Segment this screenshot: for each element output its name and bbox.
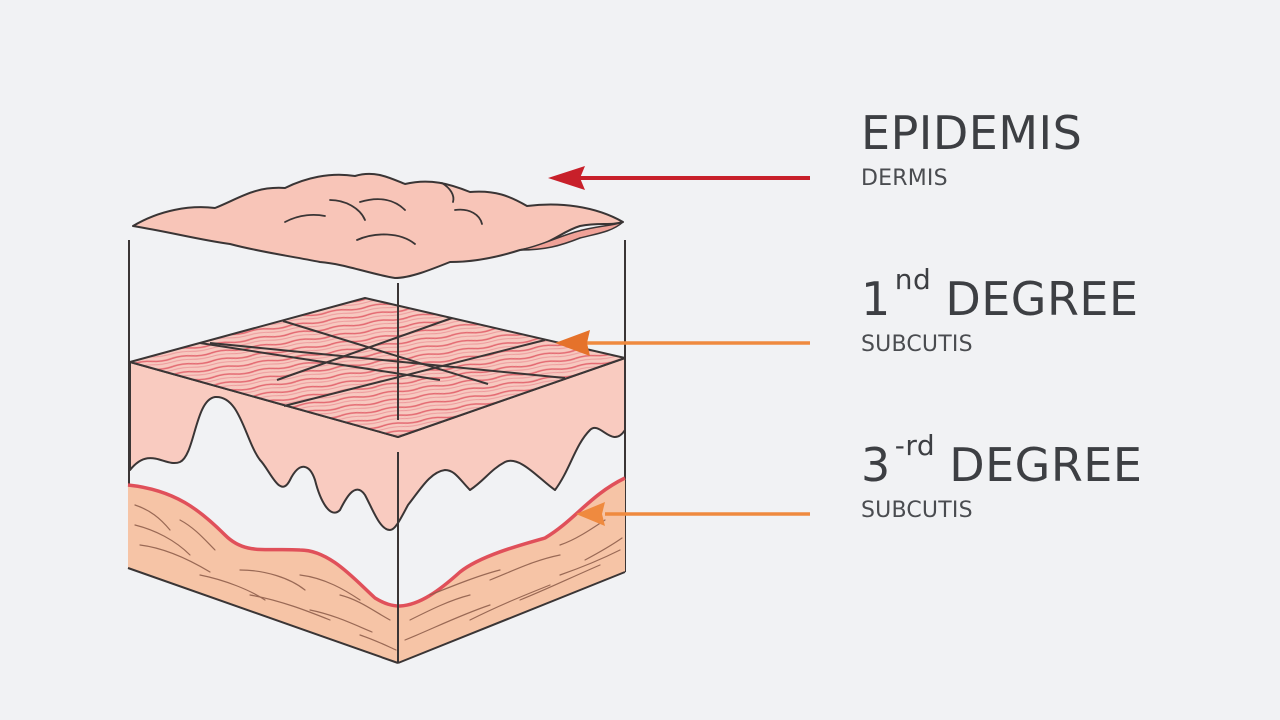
arrow-third-degree <box>576 502 810 526</box>
label-epidermis: EPIDEMIS DERMIS <box>861 110 1082 190</box>
third-degree-word: DEGREE <box>949 438 1143 492</box>
arrow-epidermis <box>548 166 810 190</box>
dermis-top-surface <box>129 297 626 438</box>
label-third-degree: 3-rd DEGREE SUBCUTIS <box>861 432 1142 523</box>
epidermis-layer <box>132 172 624 279</box>
third-degree-subtitle: SUBCUTIS <box>861 498 973 523</box>
third-degree-title: 3-rd DEGREE <box>861 432 1142 489</box>
dermis-block <box>129 357 626 531</box>
first-degree-word: DEGREE <box>945 272 1139 326</box>
arrow-first-degree <box>555 330 810 356</box>
epidermis-subtitle: DERMIS <box>861 166 948 191</box>
third-degree-suffix: -rd <box>894 429 936 462</box>
first-degree-subtitle: SUBCUTIS <box>861 332 973 357</box>
epidermis-title: EPIDEMIS <box>861 106 1083 160</box>
block-edges <box>127 283 626 664</box>
first-degree-number: 1 <box>861 272 891 326</box>
third-degree-number: 3 <box>861 438 891 492</box>
first-degree-suffix: nd <box>894 263 932 296</box>
